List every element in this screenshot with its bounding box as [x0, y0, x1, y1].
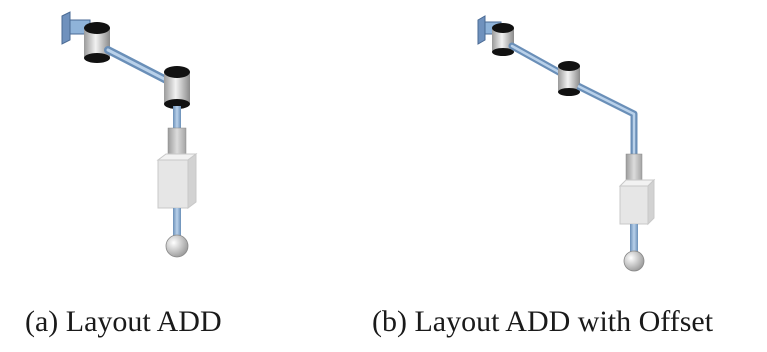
- revolute-joint-icon: [164, 66, 190, 109]
- prismatic-joint-icon: [156, 127, 198, 209]
- caption-a: (a) Layout ADD: [25, 305, 222, 338]
- end-effector-sphere-icon: [165, 234, 189, 258]
- prismatic-joint-icon: [618, 153, 656, 226]
- diagram-a: [61, 11, 198, 258]
- caption-b: (b) Layout ADD with Offset: [372, 305, 714, 338]
- diagram-b: [477, 15, 656, 272]
- revolute-joint-icon: [84, 22, 110, 63]
- revolute-joint-icon: [492, 23, 514, 56]
- revolute-joint-icon: [558, 61, 580, 96]
- end-effector-sphere-icon: [623, 250, 645, 272]
